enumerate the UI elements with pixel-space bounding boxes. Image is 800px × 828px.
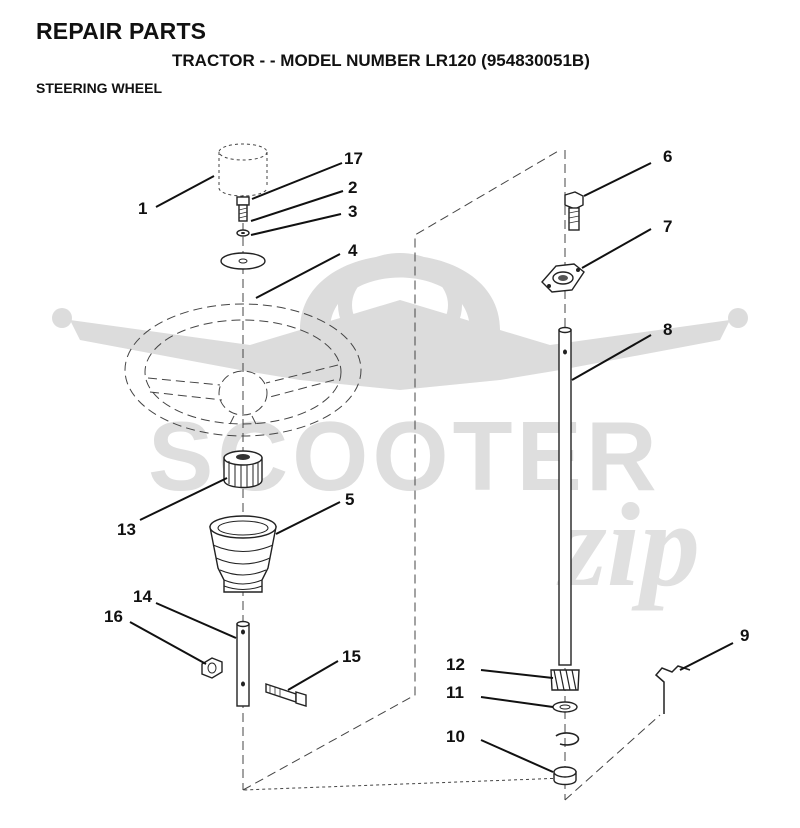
callout-10: 10 <box>446 727 465 746</box>
callout-numbers: 1 17 2 3 4 5 13 14 16 15 6 7 8 9 12 11 1… <box>104 147 749 746</box>
watermark-script: zip <box>556 478 700 611</box>
callout-3: 3 <box>348 202 357 221</box>
callout-6: 6 <box>663 147 672 166</box>
callout-1: 1 <box>138 199 147 218</box>
section-title: STEERING WHEEL <box>36 80 163 96</box>
adapter-part-13 <box>223 450 263 489</box>
callout-14: 14 <box>133 587 152 606</box>
callout-17: 17 <box>344 149 363 168</box>
ring-part-11 <box>555 732 580 746</box>
callout-7: 7 <box>663 217 672 236</box>
washer-part <box>220 252 266 270</box>
steering-wheel-part-4 <box>124 303 362 437</box>
callout-15: 15 <box>342 647 361 666</box>
bolt-part-6 <box>564 191 584 231</box>
bolt-part-15 <box>265 683 307 707</box>
leader-lines <box>129 162 734 773</box>
callout-16: 16 <box>104 607 123 626</box>
page-title: REPAIR PARTS <box>36 18 207 44</box>
model-subtitle: TRACTOR - - MODEL NUMBER LR120 (95483005… <box>172 51 590 70</box>
washer-part-12 <box>552 701 578 713</box>
callout-13: 13 <box>117 520 136 539</box>
callout-2: 2 <box>348 178 357 197</box>
watermark-logo: SCOOTER zip <box>52 253 748 611</box>
callout-11: 11 <box>446 683 464 702</box>
bushing-part-10 <box>553 766 577 786</box>
callout-12: 12 <box>446 655 465 674</box>
shaft-part-14 <box>236 620 250 707</box>
nut-part-16 <box>201 657 223 679</box>
callout-9: 9 <box>740 626 749 645</box>
cap-part-1 <box>218 143 268 197</box>
callout-8: 8 <box>663 320 672 339</box>
callout-4: 4 <box>348 241 358 260</box>
lockwasher-part-3 <box>236 229 250 237</box>
bushing-part-7 <box>541 263 585 293</box>
clip-part-9 <box>654 665 691 714</box>
pinion-gear <box>550 669 580 691</box>
bolt-part-17 <box>236 196 250 222</box>
boot-part-5 <box>209 515 277 593</box>
steering-shaft-part-8 <box>558 326 572 666</box>
callout-5: 5 <box>345 490 354 509</box>
